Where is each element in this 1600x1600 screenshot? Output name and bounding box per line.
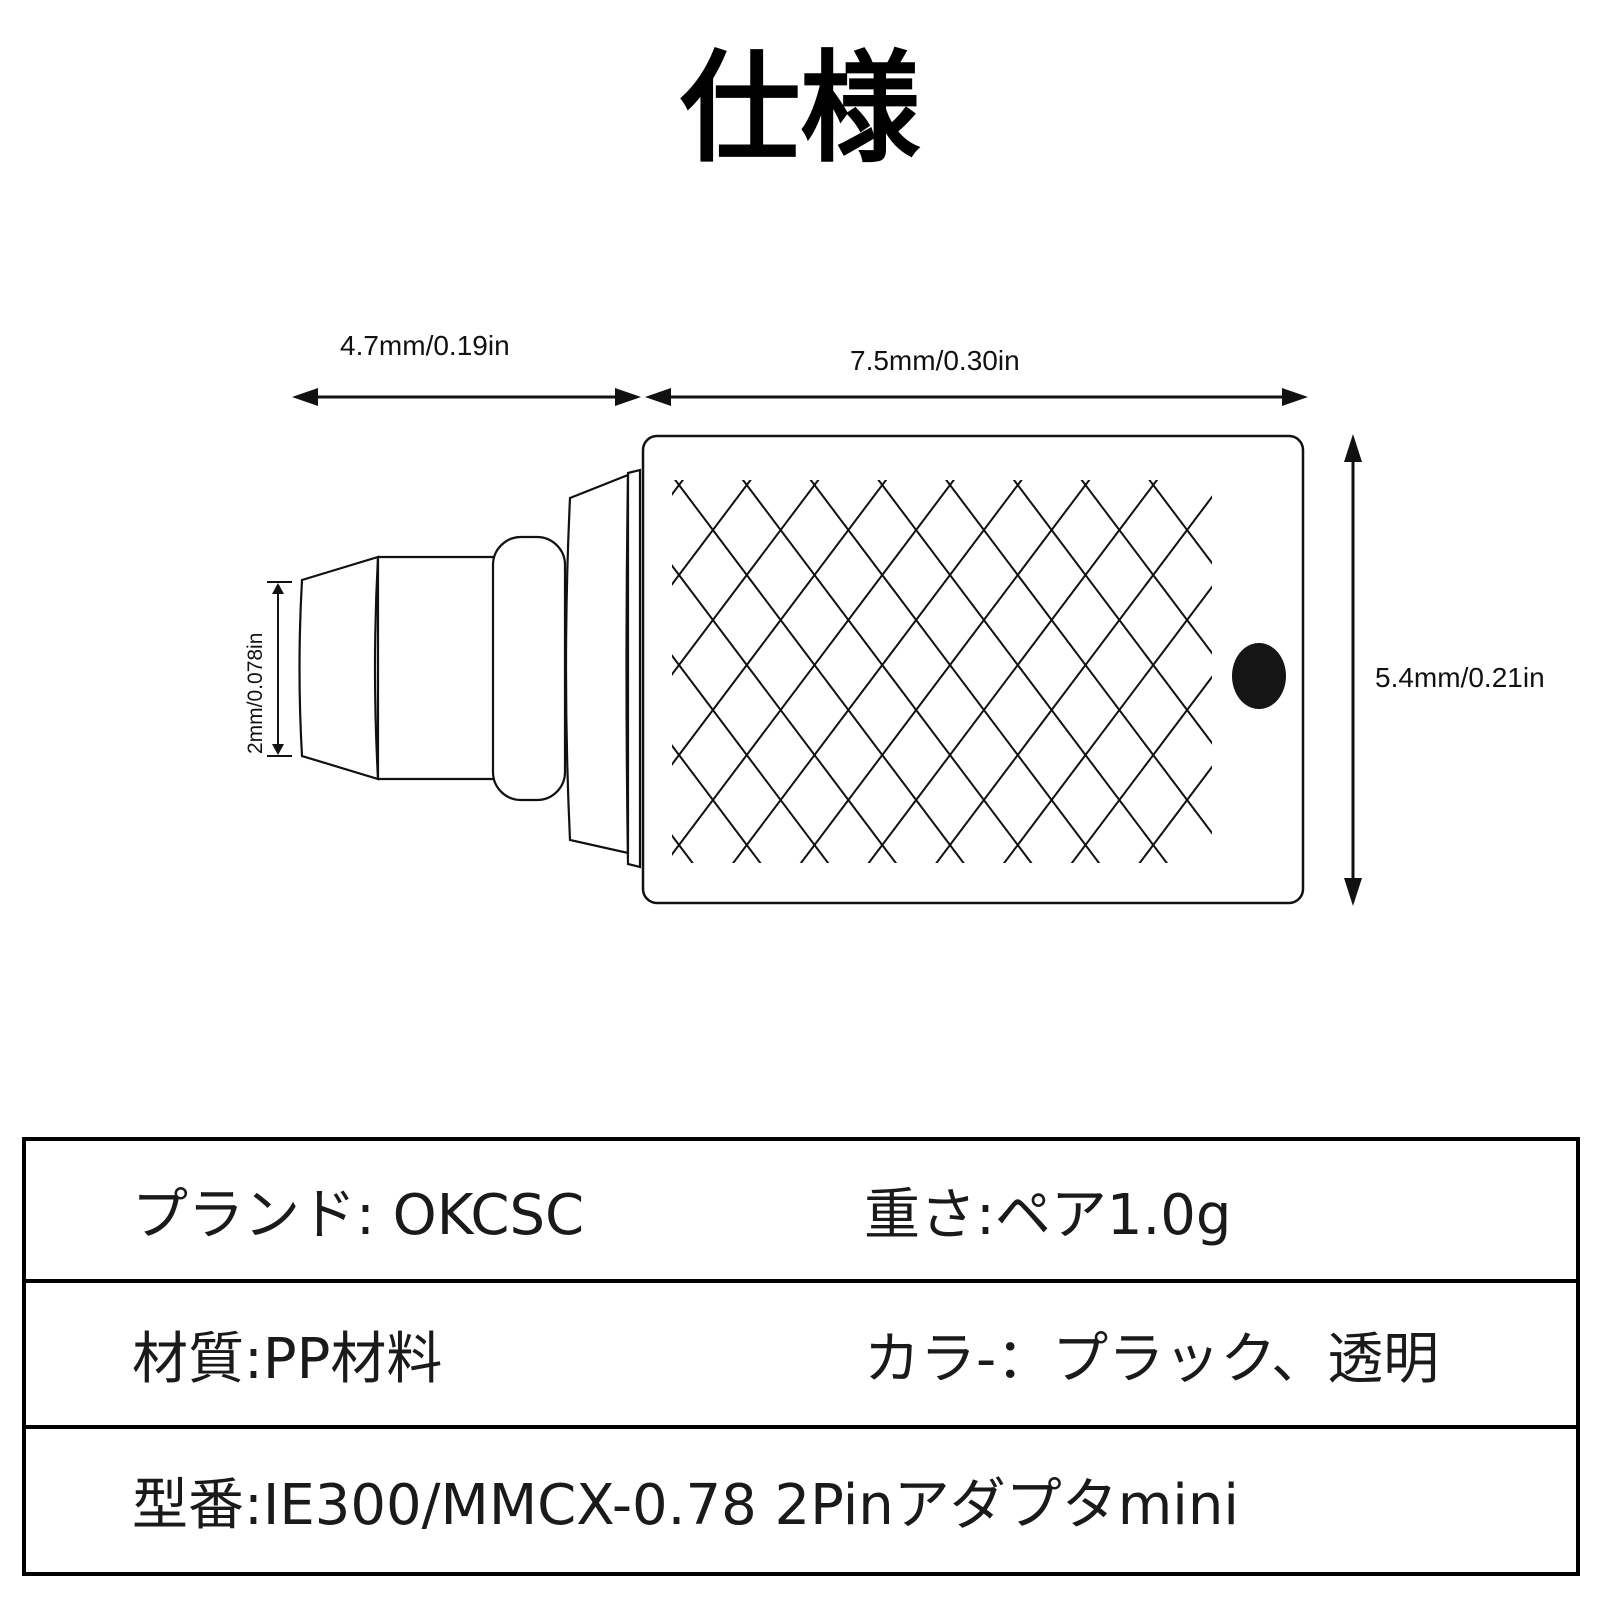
page-title: 仕様 <box>680 40 920 179</box>
knurled-mesh-pattern <box>672 480 1212 863</box>
spec-row: 材質:PP材料 カラ-：プラック、透明 <box>26 1283 1576 1429</box>
material-spec: 材質:PP材料 <box>132 1326 443 1392</box>
model-spec: 型番:IE300/MMCX-0.78 2Pinアダプタmini <box>132 1473 1239 1538</box>
pin-diameter-arrow <box>267 581 292 757</box>
spec-row: プランド: OKCSC 重さ:ペア1.0g <box>26 1141 1576 1283</box>
plug-length-arrow <box>292 388 641 406</box>
body-height-label: 5.4mm/0.21in <box>1375 662 1545 693</box>
plug-tip <box>298 468 642 869</box>
body-length-arrow <box>645 388 1308 406</box>
adapter-body <box>641 434 1305 905</box>
adapter-dimension-diagram: 4.7mm/0.19in 7.5mm/0.30in 5.4mm/0.21in 2… <box>244 330 1545 906</box>
adapter-drawing <box>267 388 1362 906</box>
color-spec: カラ-：プラック、透明 <box>864 1326 1440 1392</box>
body-height-arrow <box>1344 434 1362 906</box>
body-length-label: 7.5mm/0.30in <box>850 345 1020 376</box>
weight-spec: 重さ:ペア1.0g <box>864 1182 1232 1248</box>
plug-length-label: 4.7mm/0.19in <box>340 330 510 361</box>
spec-table: プランド: OKCSC 重さ:ペア1.0g 材質:PP材料 カラ-：プラック、透… <box>22 1137 1580 1576</box>
pin-diameter-label: 2mm/0.078in <box>244 632 267 754</box>
brand-spec: プランド: OKCSC <box>132 1182 585 1248</box>
spec-row: 型番:IE300/MMCX-0.78 2Pinアダプタmini <box>26 1429 1576 1572</box>
polarity-dot <box>1232 643 1286 709</box>
